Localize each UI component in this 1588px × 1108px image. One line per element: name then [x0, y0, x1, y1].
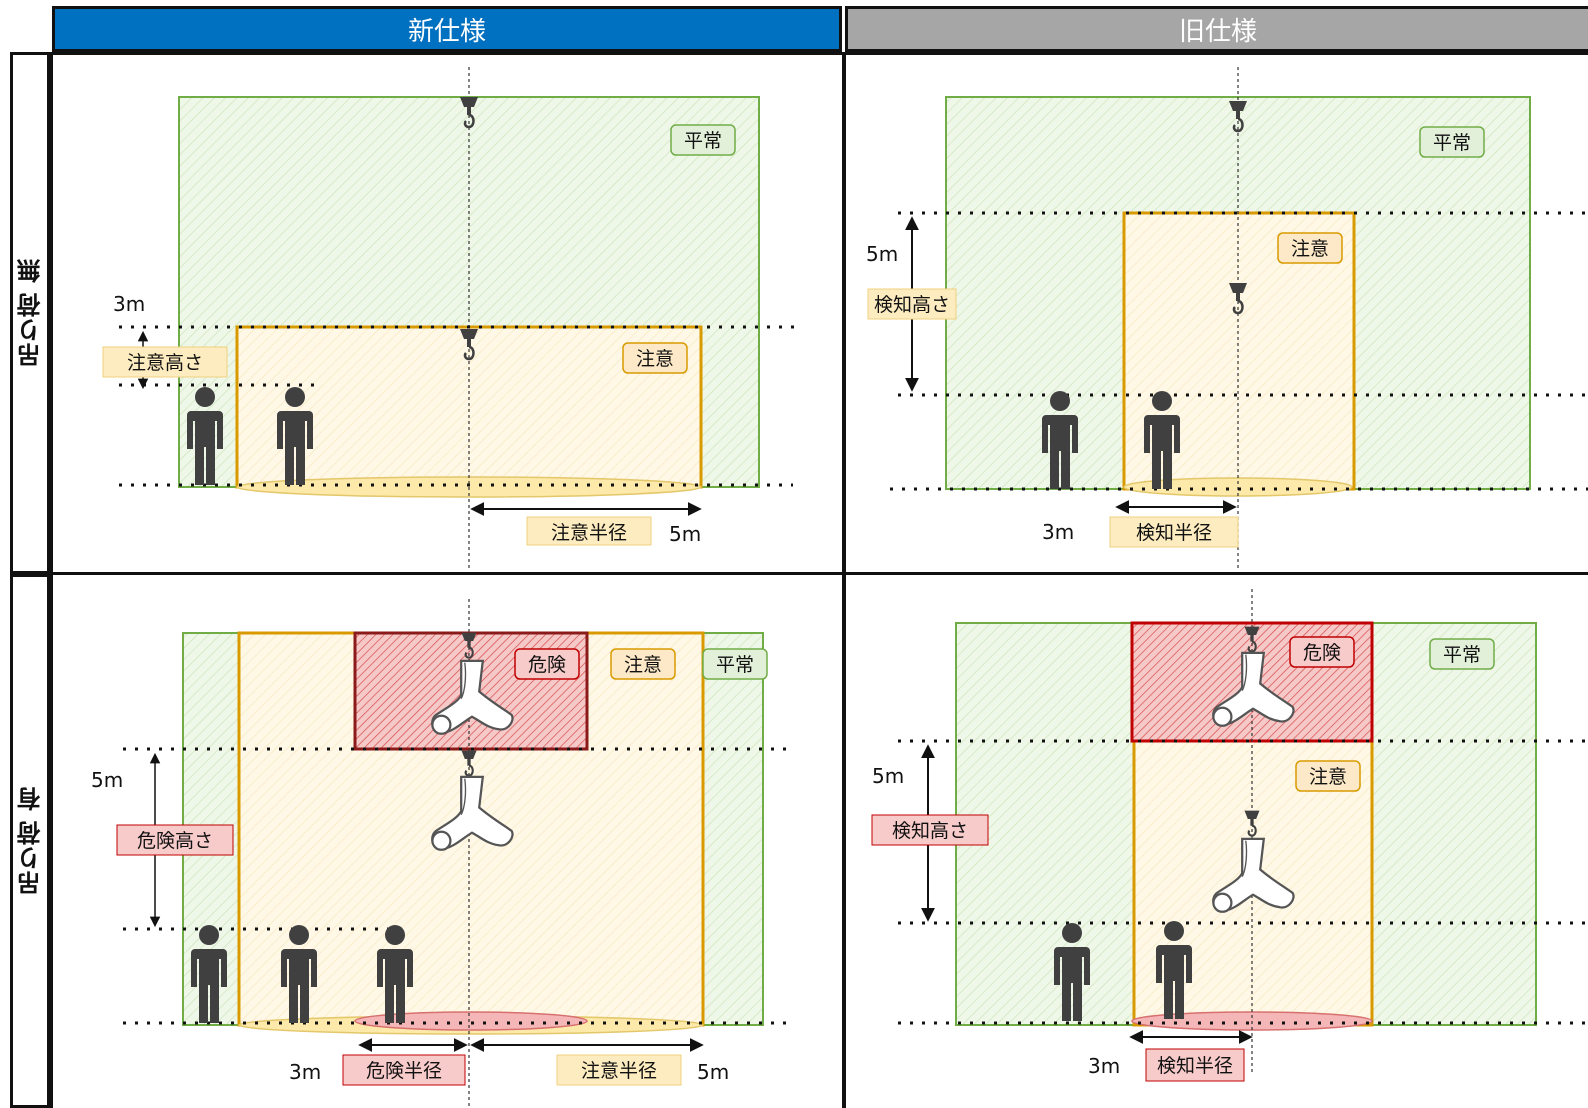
- normal-tag: [702, 648, 768, 680]
- caution-tag-text: 注意: [624, 654, 662, 676]
- detect-height-text: 検知高さ: [892, 820, 968, 842]
- danger-tag-text: 危険: [1303, 642, 1341, 664]
- normal-tag: [670, 124, 736, 156]
- normal-tag: [1419, 126, 1485, 158]
- row-label-with-load: 吊り荷 有: [10, 574, 50, 1108]
- dim-5m: 5m: [866, 242, 898, 266]
- caution-radius-label: [556, 1054, 682, 1086]
- dim-3m: 3m: [289, 1060, 321, 1084]
- dim-5m: 5m: [872, 764, 904, 788]
- caution-tag: [622, 342, 688, 374]
- danger-tag: [1289, 636, 1355, 668]
- caution-tag: [1295, 760, 1361, 792]
- dim-3m: 3m: [1042, 520, 1074, 544]
- caution-tag-text: 注意: [636, 348, 674, 370]
- caution-radius-text: 注意半径: [581, 1060, 657, 1082]
- detect-height-label: [867, 288, 957, 320]
- normal-tag-text: 平常: [716, 654, 754, 676]
- header-new-spec: 新仕様: [52, 6, 842, 52]
- normal-tag: [1429, 638, 1495, 670]
- normal-tag-text: 平常: [1443, 644, 1481, 666]
- caution-tag-text: 注意: [1309, 766, 1347, 788]
- panel-new-no-load: 平常 注意 注意高さ 注意半径 3m 5m: [50, 52, 845, 575]
- danger-radius-label: [342, 1054, 466, 1086]
- detect-height-label: [871, 814, 989, 846]
- normal-tag-text: 平常: [684, 130, 722, 152]
- dim-5m: 5m: [697, 1060, 729, 1084]
- detect-height-text: 検知高さ: [874, 294, 950, 316]
- caution-tag-text: 注意: [1291, 238, 1329, 260]
- header-old-spec: 旧仕様: [845, 6, 1588, 52]
- dim-3m: 3m: [1088, 1054, 1120, 1078]
- detect-radius-label: [1109, 516, 1239, 548]
- caution-radius-text: 注意半径: [551, 522, 627, 544]
- danger-tag-text: 危険: [528, 654, 566, 676]
- dim-5m: 5m: [91, 768, 123, 792]
- danger-height-text: 危険高さ: [137, 830, 213, 852]
- caution-tag: [610, 648, 676, 680]
- panel-new-with-load: 危険 注意 平常 危険高さ 危険半径 注意半径 5m 3m 5m: [50, 572, 845, 1108]
- caution-height-text: 注意高さ: [127, 352, 203, 374]
- detect-radius-text: 検知半径: [1136, 522, 1212, 544]
- danger-height-label: [116, 824, 234, 856]
- caution-radius-label: [526, 516, 652, 546]
- danger-radius-ellipse: [354, 1011, 588, 1031]
- row-label-no-load: 吊り荷 無: [10, 52, 50, 574]
- panel-old-no-load: 平常 注意 検知高さ 検知半径 5m 3m: [843, 52, 1588, 575]
- detect-radius-text: 検知半径: [1157, 1055, 1233, 1077]
- caution-height-label: [102, 346, 228, 378]
- detect-radius-label: [1145, 1048, 1245, 1082]
- normal-tag-text: 平常: [1433, 132, 1471, 154]
- dim-3m: 3m: [113, 292, 145, 316]
- caution-tag: [1277, 232, 1343, 264]
- panel-old-with-load: 危険 平常 注意 検知高さ 検知半径 5m 3m: [843, 572, 1588, 1108]
- danger-radius-text: 危険半径: [366, 1060, 442, 1082]
- danger-tag: [514, 648, 580, 680]
- dim-5m: 5m: [669, 522, 701, 546]
